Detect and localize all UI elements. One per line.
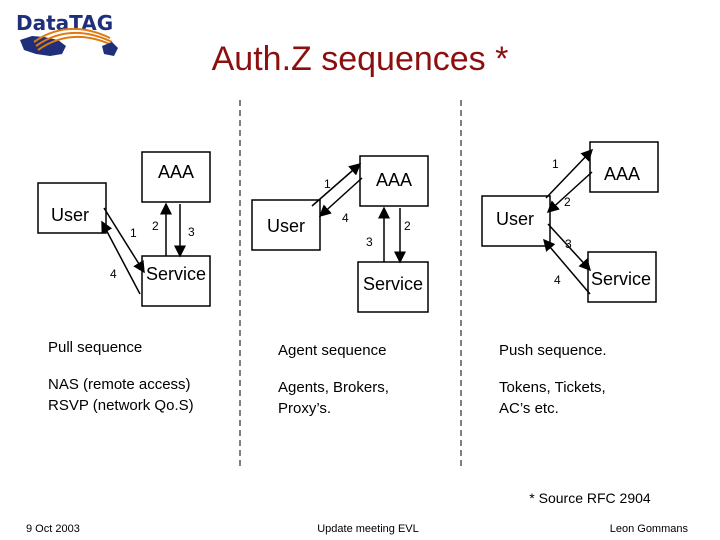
step-2: 2 xyxy=(152,219,159,233)
push-caption-line-1: Tokens, Tickets, xyxy=(499,379,606,396)
service-box xyxy=(357,261,429,313)
agent-caption-title: Agent sequence xyxy=(278,342,387,359)
arrow-3 xyxy=(547,223,592,272)
user-box xyxy=(251,199,321,251)
service-label: Service xyxy=(146,264,206,284)
aaa-box xyxy=(589,141,659,193)
agent-caption: Agent sequence Agents, Brokers, Proxy’s. xyxy=(278,340,458,419)
service-box xyxy=(587,251,657,303)
user-box xyxy=(37,182,107,234)
arrow-1 xyxy=(545,148,594,199)
service-label: Service xyxy=(591,269,651,289)
logo-europe-shape xyxy=(102,42,118,56)
agent-caption-line-2: Proxy’s. xyxy=(278,400,332,417)
step-4: 4 xyxy=(110,267,117,281)
datatag-logo: DataTAG xyxy=(16,11,118,56)
push-caption: Push sequence. Tokens, Tickets, AC’s etc… xyxy=(499,340,699,419)
step-3: 3 xyxy=(565,237,572,251)
pull-caption-line-1: NAS (remote access) xyxy=(48,376,191,393)
logo-arc-3 xyxy=(37,36,115,51)
pull-caption: Pull sequence NAS (remote access) RSVP (… xyxy=(48,337,238,416)
user-label: User xyxy=(51,205,89,225)
push-caption-title: Push sequence. xyxy=(499,342,607,359)
logo-arc-1 xyxy=(33,28,111,43)
step-3: 3 xyxy=(366,235,373,249)
arrow-1 xyxy=(311,163,362,207)
aaa-box xyxy=(359,155,429,207)
step-3: 3 xyxy=(188,225,195,239)
aaa-label: AAA xyxy=(604,164,640,184)
step-4: 4 xyxy=(342,211,349,225)
user-box xyxy=(481,195,551,247)
step-1: 1 xyxy=(130,226,137,240)
user-label: User xyxy=(496,209,534,229)
step-2: 2 xyxy=(564,195,571,209)
step-1: 1 xyxy=(324,177,331,191)
logo-arc-2 xyxy=(35,32,113,47)
aaa-box xyxy=(141,151,211,203)
arrow-4 xyxy=(543,238,591,295)
service-label: Service xyxy=(363,274,423,294)
arrow-1 xyxy=(103,207,145,274)
push-caption-line-2: AC’s etc. xyxy=(499,400,559,417)
pull-caption-line-2: RSVP (network Qo.S) xyxy=(48,397,194,414)
arrow-4 xyxy=(101,220,141,295)
footer-event: Update meeting EVL xyxy=(317,523,419,535)
panel-pull: AAA User Service 1 2 3 4 xyxy=(37,151,211,307)
footer-author: Leon Gommans xyxy=(609,523,688,535)
pull-caption-title: Pull sequence xyxy=(48,339,143,356)
panel-push: AAA User Service 1 2 3 4 xyxy=(481,141,659,303)
logo-text: DataTAG xyxy=(16,11,113,35)
arrow-2 xyxy=(546,171,593,214)
source-note: * Source RFC 2904 xyxy=(529,490,651,506)
step-4: 4 xyxy=(554,273,561,287)
agent-caption-line-1: Agents, Brokers, xyxy=(278,379,389,396)
footer-date: 9 Oct 2003 xyxy=(26,523,80,535)
arrow-4 xyxy=(318,177,363,218)
step-1: 1 xyxy=(552,157,559,171)
panel-agent: AAA User Service 1 2 3 4 xyxy=(251,155,429,313)
page-title: Auth.Z sequences * xyxy=(211,40,509,78)
aaa-label: AAA xyxy=(376,170,412,190)
step-2: 2 xyxy=(404,219,411,233)
user-label: User xyxy=(267,216,305,236)
aaa-label: AAA xyxy=(158,162,194,182)
